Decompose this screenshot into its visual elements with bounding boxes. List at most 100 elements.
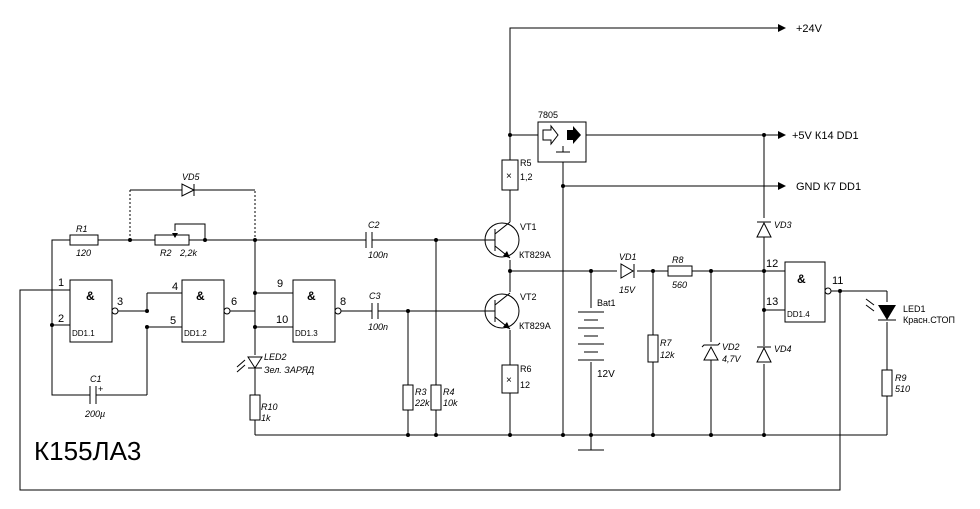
rail-24v: +24V: [796, 23, 823, 35]
svg-text:4,7V: 4,7V: [722, 354, 742, 364]
svg-text:VD2: VD2: [722, 342, 740, 352]
svg-text:VD5: VD5: [182, 172, 201, 182]
diode-vd4: VD4: [756, 344, 792, 363]
svg-text:1k: 1k: [261, 413, 271, 423]
svg-text:DD1.4: DD1.4: [787, 310, 810, 319]
led1: LED1 Красн.СТОП: [865, 298, 955, 325]
svg-text:&: &: [797, 272, 806, 286]
svg-text:1,2: 1,2: [520, 172, 533, 182]
capacitor-c1: C1 + 200µ: [84, 374, 110, 419]
svg-text:8: 8: [340, 296, 346, 308]
svg-text:×: ×: [506, 375, 512, 386]
gate-dd1-1: & DD1.1 1 2 3: [58, 277, 123, 343]
svg-text:10k: 10k: [443, 398, 458, 408]
svg-text:6: 6: [231, 296, 237, 308]
svg-text:C2: C2: [368, 220, 380, 230]
svg-text:DD1.1: DD1.1: [72, 329, 95, 338]
svg-text:2: 2: [58, 313, 64, 325]
svg-text:R9: R9: [895, 373, 907, 383]
svg-text:VD1: VD1: [619, 252, 637, 262]
svg-text:VT2: VT2: [520, 292, 537, 302]
svg-text:510: 510: [895, 384, 910, 394]
resistor-r3: R3 22k: [402, 384, 430, 411]
svg-text:200µ: 200µ: [84, 409, 105, 419]
svg-text:R6: R6: [520, 364, 532, 374]
svg-text:3: 3: [117, 296, 123, 308]
svg-text:VD4: VD4: [774, 344, 792, 354]
svg-text:13: 13: [766, 296, 778, 308]
svg-text:1: 1: [58, 277, 64, 289]
led2: LED2 Зел. ЗАРЯД: [236, 352, 315, 375]
svg-text:КТ829А: КТ829А: [519, 321, 551, 331]
gate-dd1-2: & DD1.2 4 5 6: [170, 279, 237, 343]
svg-text:DD1.2: DD1.2: [184, 329, 207, 338]
chip-title: К155ЛА3: [34, 436, 141, 466]
svg-text:C1: C1: [90, 374, 102, 384]
svg-text:120: 120: [76, 248, 91, 258]
svg-text:12: 12: [766, 258, 778, 270]
svg-text:9: 9: [277, 278, 283, 290]
resistor-r10: R10 1k: [249, 394, 278, 423]
rail-gnd: GND К7 DD1: [796, 181, 861, 193]
zener-vd2: VD2 4,7V: [701, 342, 742, 364]
gate-dd1-4: & DD1.4 12 13 11: [766, 258, 843, 323]
svg-text:R10: R10: [261, 402, 278, 412]
transistor-vt2: VT2 КТ829А: [484, 292, 551, 331]
svg-text:R5: R5: [520, 158, 532, 168]
svg-text:5: 5: [170, 315, 176, 327]
svg-text:15V: 15V: [619, 285, 636, 295]
battery-bat1: Bat1 12V: [578, 298, 616, 380]
svg-text:&: &: [307, 289, 316, 303]
svg-text:R8: R8: [672, 255, 684, 265]
svg-text:+: +: [98, 384, 103, 394]
svg-text:DD1.3: DD1.3: [295, 329, 318, 338]
svg-text:12: 12: [520, 380, 530, 390]
capacitor-c2: C2 100n: [365, 220, 388, 260]
svg-text:Зел. ЗАРЯД: Зел. ЗАРЯД: [264, 365, 315, 375]
svg-text:7805: 7805: [538, 110, 558, 120]
svg-text:R7: R7: [660, 338, 672, 348]
svg-text:R4: R4: [443, 387, 455, 397]
resistor-r4: R4 10k: [430, 384, 458, 411]
svg-text:Bat1: Bat1: [597, 298, 616, 308]
svg-text:LED2: LED2: [264, 352, 287, 362]
diode-vd3: VD3: [756, 220, 792, 238]
svg-text:10: 10: [276, 314, 288, 326]
svg-text:КТ829А: КТ829А: [519, 250, 551, 260]
svg-text:R3: R3: [415, 387, 427, 397]
svg-text:&: &: [196, 289, 205, 303]
diode-vd1: VD1 15V: [619, 252, 637, 295]
potentiometer-r2: R2 2,2k: [154, 233, 198, 258]
svg-text:R1: R1: [76, 224, 88, 234]
capacitor-c3: C3 100n: [366, 291, 388, 332]
junction-dots: [50, 133, 842, 437]
svg-text:4: 4: [172, 281, 178, 293]
transistor-vt1: VT1 КТ829А: [484, 221, 551, 260]
rail-5v: +5V К14 DD1: [792, 130, 859, 142]
svg-text:560: 560: [672, 280, 687, 290]
diode-vd5: VD5: [181, 172, 255, 197]
svg-text:VD3: VD3: [774, 220, 792, 230]
svg-text:&: &: [86, 289, 95, 303]
svg-text:11: 11: [832, 275, 843, 287]
rail-arrows: [778, 24, 786, 190]
resistor-r1: R1 120: [69, 224, 99, 258]
svg-text:12k: 12k: [660, 350, 675, 360]
svg-text:22k: 22k: [414, 398, 430, 408]
svg-text:2,2k: 2,2k: [179, 248, 198, 258]
svg-text:VT1: VT1: [520, 222, 537, 232]
regulator-7805: 7805: [537, 110, 587, 163]
resistor-r5: × R5 1,2: [501, 158, 533, 191]
svg-text:LED1: LED1: [903, 304, 926, 314]
svg-text:100n: 100n: [368, 322, 388, 332]
gate-dd1-3: & DD1.3 9 10 8: [276, 278, 346, 343]
svg-text:×: ×: [506, 171, 512, 182]
wires: [19, 27, 888, 491]
resistor-r8: R8 560: [667, 255, 693, 290]
svg-text:100n: 100n: [368, 250, 388, 260]
svg-text:12V: 12V: [597, 369, 615, 380]
svg-text:R2: R2: [160, 248, 172, 258]
svg-text:C3: C3: [369, 291, 381, 301]
